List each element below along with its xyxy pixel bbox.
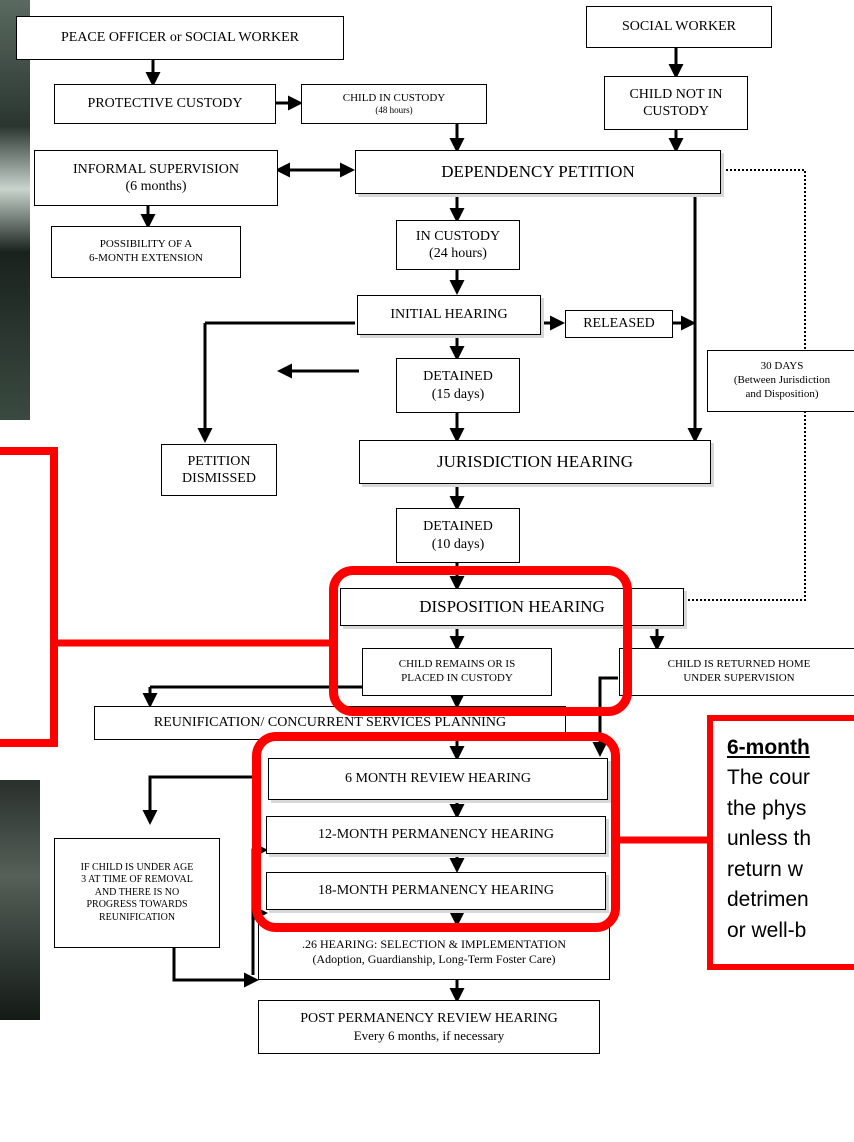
box-initial-hearing: INITIAL HEARING xyxy=(357,295,541,335)
box-label: 6-MONTH EXTENSION xyxy=(89,252,203,264)
box-jurisdiction-hearing: JURISDICTION HEARING xyxy=(359,440,711,484)
box-sublabel: (48 hours) xyxy=(375,105,413,116)
box-label: PROGRESS TOWARDS xyxy=(86,899,188,911)
box-label: RELEASED xyxy=(583,316,655,332)
box-label: REUNIFICATION xyxy=(98,911,176,923)
box-label: DETAINED xyxy=(423,519,493,534)
box-protective-custody: PROTECTIVE CUSTODY xyxy=(54,84,276,124)
box-peace-officer: PEACE OFFICER or SOCIAL WORKER xyxy=(16,16,344,60)
box-label: CHILD IS RETURNED HOME xyxy=(667,658,811,671)
box-hearing-26: .26 HEARING: SELECTION & IMPLEMENTATION(… xyxy=(258,924,610,980)
box-six-month-review: 6 MONTH REVIEW HEARING xyxy=(268,758,608,800)
right-callout-line: return w xyxy=(727,857,803,881)
box-label: 30 DAYS xyxy=(760,360,804,373)
highlight-review-hearings xyxy=(252,732,620,932)
box-label: INFORMAL SUPERVISION xyxy=(73,161,239,177)
box-label: SOCIAL WORKER xyxy=(622,19,736,35)
right-callout-line: unless th xyxy=(727,827,812,851)
box-detained-10: DETAINED (10 days) xyxy=(396,508,520,563)
box-informal-supervision: INFORMAL SUPERVISION (6 months) xyxy=(34,150,278,206)
box-social-worker: SOCIAL WORKER xyxy=(586,6,772,48)
box-eighteen-month-permanency: 18-MONTH PERMANENCY HEARING xyxy=(266,872,606,910)
box-label: JURISDICTION HEARING xyxy=(437,452,633,472)
box-petition-dismissed: PETITION DISMISSED xyxy=(161,444,277,496)
left-callout-box: h e xyxy=(0,447,58,747)
box-label: REUNIFICATION/ CONCURRENT SERVICES PLANN… xyxy=(153,715,507,731)
box-label: PEACE OFFICER or SOCIAL WORKER xyxy=(60,30,300,46)
right-callout-line: the phys xyxy=(727,796,807,820)
box-child-not-in-custody: CHILD NOT IN CUSTODY xyxy=(604,76,748,130)
box-dependency-petition: DEPENDENCY PETITION xyxy=(355,150,721,194)
box-label: 18-MONTH PERMANENCY HEARING xyxy=(318,883,554,899)
box-in-custody: IN CUSTODY (24 hours) xyxy=(396,220,520,270)
box-label: PLACED IN CUSTODY xyxy=(401,672,513,684)
box-label: POST PERMANENCY REVIEW HEARING xyxy=(300,1011,558,1027)
box-released: RELEASED xyxy=(565,310,673,338)
box-sublabel: Every 6 months, if necessary xyxy=(353,1027,505,1043)
box-label: CHILD IN CUSTODY xyxy=(342,91,446,104)
box-label: UNDER SUPERVISION xyxy=(683,672,795,684)
box-label: IN CUSTODY xyxy=(415,228,501,244)
background-photo-top xyxy=(0,0,30,420)
box-label: DEPENDENCY PETITION xyxy=(441,162,635,182)
right-callout-box: 6-month The cour the phys unless th retu… xyxy=(707,715,854,970)
box-label: 3 AT TIME OF REMOVAL xyxy=(81,874,193,886)
box-label: .26 HEARING: SELECTION & IMPLEMENTATION xyxy=(301,937,567,951)
box-label: PROTECTIVE CUSTODY xyxy=(87,96,243,112)
box-label: CHILD REMAINS OR IS xyxy=(398,658,516,671)
box-sublabel: and Disposition) xyxy=(745,387,819,400)
background-photo-bottom xyxy=(0,780,40,1020)
box-label: 6 MONTH REVIEW HEARING xyxy=(345,771,531,787)
box-sublabel: (15 days) xyxy=(431,386,485,402)
box-label: DISMISSED xyxy=(182,471,256,486)
right-callout-line: or well-b xyxy=(727,918,807,942)
right-callout-line: The cour xyxy=(727,766,810,790)
box-label: 12-MONTH PERMANENCY HEARING xyxy=(318,827,554,843)
box-child-in-custody: CHILD IN CUSTODY(48 hours) xyxy=(301,84,487,124)
box-label: DISPOSITION HEARING xyxy=(419,597,605,617)
box-twelve-month-permanency: 12-MONTH PERMANENCY HEARING xyxy=(266,816,606,854)
box-label: CUSTODY xyxy=(643,104,709,119)
box-label: AND THERE IS NO xyxy=(94,886,180,898)
box-label: PETITION xyxy=(187,453,251,469)
box-sublabel: (Between Jurisdiction xyxy=(733,374,831,387)
box-label: POSSIBILITY OF A xyxy=(99,238,193,251)
box-sublabel: (Adoption, Guardianship, Long-Term Foste… xyxy=(312,952,556,966)
box-label: INITIAL HEARING xyxy=(390,307,508,323)
box-label: DETAINED xyxy=(423,369,493,384)
box-sublabel: (6 months) xyxy=(125,179,187,194)
right-callout-line: detrimen xyxy=(727,888,809,912)
box-label: IF CHILD IS UNDER AGE xyxy=(80,861,194,873)
highlight-disposition xyxy=(329,566,632,716)
right-callout-title: 6-month xyxy=(727,736,810,759)
box-sublabel: (10 days) xyxy=(431,536,485,552)
box-sublabel: (24 hours) xyxy=(429,246,487,261)
box-detained-15: DETAINED (15 days) xyxy=(396,358,520,413)
box-label: CHILD NOT IN xyxy=(629,86,723,102)
